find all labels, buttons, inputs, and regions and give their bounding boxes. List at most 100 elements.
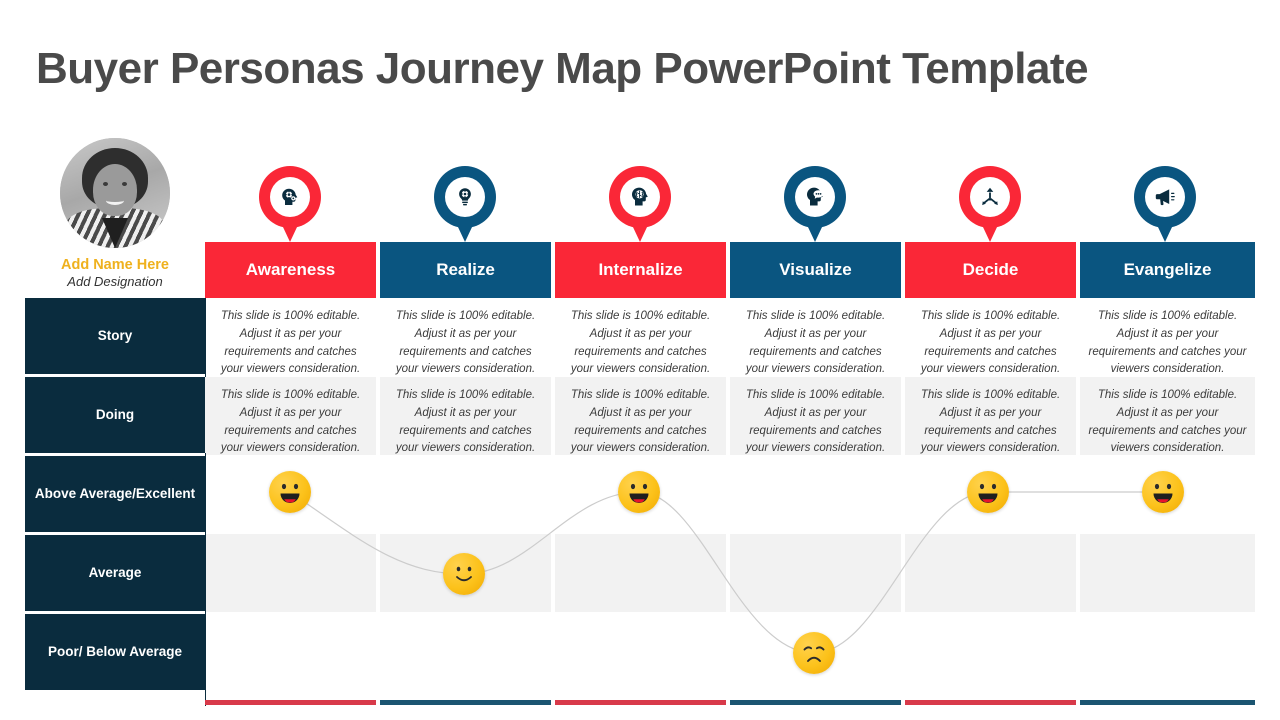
- band-separator: [901, 377, 905, 455]
- avatar-eye-left: [103, 182, 108, 186]
- stage-pin-awareness[interactable]: [259, 166, 321, 242]
- stage-pin-realize[interactable]: [434, 166, 496, 242]
- head-gears-icon: [282, 188, 298, 205]
- cell-text: This slide is 100% editable. Adjust it a…: [745, 310, 886, 376]
- pin-disc: [445, 177, 485, 217]
- cell-text: This slide is 100% editable. Adjust it a…: [1088, 389, 1247, 455]
- grinning-face-emoji[interactable]: [1142, 471, 1184, 513]
- avatar: [60, 138, 170, 248]
- cell-text: This slide is 100% editable. Adjust it a…: [1088, 310, 1247, 376]
- cell-doing-realize[interactable]: This slide is 100% editable. Adjust it a…: [380, 377, 551, 454]
- grinning-face-emoji[interactable]: [967, 471, 1009, 513]
- stage-pin-decide[interactable]: [959, 166, 1021, 242]
- cell-story-decide[interactable]: This slide is 100% editable. Adjust it a…: [905, 298, 1076, 376]
- pin-disc: [970, 177, 1010, 217]
- cell-text: This slide is 100% editable. Adjust it a…: [570, 389, 711, 455]
- grin-glyph: [629, 483, 649, 503]
- cell-text: This slide is 100% editable. Adjust it a…: [570, 310, 711, 376]
- cell-doing-awareness[interactable]: This slide is 100% editable. Adjust it a…: [205, 377, 376, 455]
- cell-text: This slide is 100% editable. Adjust it a…: [220, 310, 361, 376]
- grid-left-rule: [205, 242, 206, 706]
- stage-pin-evangelize[interactable]: [1134, 166, 1196, 242]
- sad-face-emoji[interactable]: [793, 632, 835, 674]
- pin-disc: [270, 177, 310, 217]
- stage-pin-internalize[interactable]: [609, 166, 671, 242]
- pin-disc: [795, 177, 835, 217]
- row-label-doing: Doing: [25, 377, 205, 453]
- cell-text: This slide is 100% editable. Adjust it a…: [920, 389, 1061, 455]
- sad-glyph: [803, 646, 825, 662]
- avatar-face: [93, 164, 137, 216]
- cell-story-internalize[interactable]: This slide is 100% editable. Adjust it a…: [555, 298, 726, 376]
- stage-header-decide[interactable]: Decide: [905, 242, 1076, 298]
- row-label-story: Story: [25, 298, 205, 374]
- band-separator: [726, 534, 730, 612]
- row-band-average: [205, 534, 1255, 612]
- head-thought-bubble-icon: [807, 187, 824, 206]
- footer-strip-awareness: [205, 700, 376, 705]
- stage-header-label: Internalize: [598, 260, 683, 279]
- slightly-smiling-face-emoji[interactable]: [443, 553, 485, 595]
- cell-story-awareness[interactable]: This slide is 100% editable. Adjust it a…: [205, 298, 376, 376]
- footer-strip-decide: [905, 700, 1076, 705]
- persona-card: Add Name Here Add Designation: [25, 138, 205, 289]
- cell-doing-evangelize[interactable]: This slide is 100% editable. Adjust it a…: [1080, 377, 1255, 455]
- band-separator: [551, 377, 555, 455]
- footer-strip-realize: [380, 700, 551, 705]
- persona-name: Add Name Here: [61, 257, 169, 273]
- megaphone-icon: [1155, 189, 1175, 206]
- grin-glyph: [280, 483, 300, 503]
- row-label-text: Doing: [95, 407, 135, 423]
- grin-glyph: [1153, 483, 1173, 503]
- stage-header-visualize[interactable]: Visualize: [730, 242, 901, 298]
- stage-header-label: Decide: [962, 260, 1019, 279]
- cell-doing-visualize[interactable]: This slide is 100% editable. Adjust it a…: [730, 377, 901, 455]
- row-label-poor: Poor/ Below Average: [25, 614, 205, 690]
- page-title: Buyer Personas Journey Map PowerPoint Te…: [36, 44, 1089, 93]
- footer-strip-internalize: [555, 700, 726, 705]
- grinning-face-emoji[interactable]: [269, 471, 311, 513]
- row-label-text: Poor/ Below Average: [47, 644, 183, 660]
- stage-header-label: Evangelize: [1123, 260, 1212, 279]
- stage-header-label: Visualize: [779, 260, 852, 279]
- band-separator: [1076, 534, 1080, 612]
- persona-designation: Add Designation: [67, 274, 163, 289]
- row-label-text: Above Average/Excellent: [34, 486, 196, 502]
- row-label-above-average: Above Average/Excellent: [25, 456, 205, 532]
- pin-disc: [1145, 177, 1185, 217]
- cell-doing-decide[interactable]: This slide is 100% editable. Adjust it a…: [905, 377, 1076, 455]
- row-label-average: Average: [25, 535, 205, 611]
- grinning-face-emoji[interactable]: [618, 471, 660, 513]
- band-separator: [726, 377, 730, 455]
- footer-strip-visualize: [730, 700, 901, 705]
- band-separator: [901, 534, 905, 612]
- cell-text: This slide is 100% editable. Adjust it a…: [920, 310, 1061, 376]
- stage-header-evangelize[interactable]: Evangelize: [1080, 242, 1255, 298]
- stage-header-label: Realize: [436, 260, 495, 279]
- stage-header-realize[interactable]: Realize: [380, 242, 551, 298]
- cell-story-realize[interactable]: This slide is 100% editable. Adjust it a…: [380, 298, 551, 376]
- decision-arrows-icon: [982, 187, 998, 206]
- band-separator: [1076, 377, 1080, 455]
- row-label-text: Story: [97, 328, 133, 344]
- row-label-text: Average: [88, 565, 142, 581]
- cell-text: This slide is 100% editable. Adjust it a…: [395, 310, 536, 376]
- band-separator: [376, 534, 380, 612]
- cell-story-visualize[interactable]: This slide is 100% editable. Adjust it a…: [730, 298, 901, 376]
- cell-doing-internalize[interactable]: This slide is 100% editable. Adjust it a…: [555, 377, 726, 455]
- stage-header-label: Awareness: [245, 260, 336, 279]
- footer-strip-evangelize: [1080, 700, 1255, 705]
- avatar-smile: [106, 196, 124, 205]
- cell-text: This slide is 100% editable. Adjust it a…: [220, 389, 361, 455]
- stage-pin-visualize[interactable]: [784, 166, 846, 242]
- band-separator: [376, 377, 380, 455]
- lightbulb-gear-icon: [459, 188, 471, 206]
- cell-text: This slide is 100% editable. Adjust it a…: [745, 389, 886, 455]
- band-separator: [551, 534, 555, 612]
- head-brain-icon: [632, 187, 648, 206]
- smile-glyph: [456, 566, 472, 582]
- stage-header-awareness[interactable]: Awareness: [205, 242, 376, 298]
- stage-header-internalize[interactable]: Internalize: [555, 242, 726, 298]
- cell-story-evangelize[interactable]: This slide is 100% editable. Adjust it a…: [1080, 298, 1255, 376]
